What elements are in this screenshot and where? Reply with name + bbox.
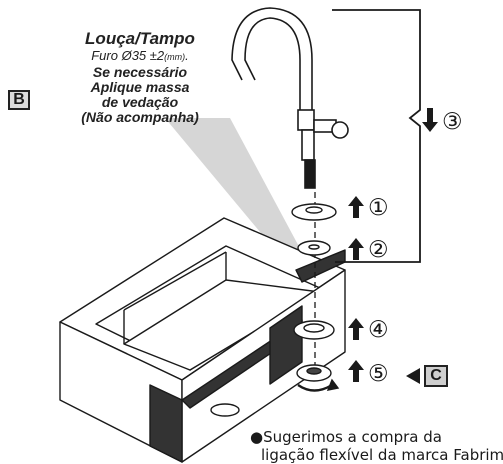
purchase-note: ●Sugerimos a compra da ligação flexível …: [250, 428, 503, 464]
callout-text: Louça/Tampo Furo Ø35 ±2(mm). Se necessár…: [40, 30, 240, 125]
step-number-5: ⑤: [368, 361, 389, 387]
step-number-1: ①: [368, 195, 389, 221]
callout-line5: de vedação: [101, 94, 179, 110]
label-c: C: [424, 365, 448, 387]
sink: [59, 217, 346, 463]
faucet: [231, 7, 349, 189]
nut-5: [296, 364, 340, 392]
note-line2: ligação flexível da marca Fabrimar: [261, 446, 503, 464]
callout-line4: Aplique massa: [90, 79, 190, 95]
note-bullet: ●: [250, 428, 264, 446]
arrows: [348, 108, 438, 384]
step-number-2: ②: [368, 237, 389, 263]
hole-prefix: Furo Ø35 ±2: [91, 48, 165, 63]
note-line1: ●Sugerimos a compra da: [250, 428, 503, 446]
hole-unit: (mm): [164, 52, 186, 62]
step-number-3: ③: [442, 109, 463, 135]
step-number-4: ④: [368, 317, 389, 343]
note-line1-text: Sugerimos a compra da: [263, 428, 442, 446]
hole-suffix: .: [185, 48, 189, 63]
callout-line6: (Não acompanha): [81, 109, 199, 125]
callout-line3: Se necessário: [92, 64, 188, 80]
callout-title: Louça/Tampo: [85, 29, 195, 48]
label-b: B: [8, 90, 30, 110]
washer-4: [293, 320, 335, 340]
washer-2: [297, 240, 331, 256]
washer-1: [291, 203, 337, 221]
step3-bracket: [332, 9, 421, 263]
callout-hole-spec: Furo Ø35 ±2(mm).: [40, 48, 240, 65]
